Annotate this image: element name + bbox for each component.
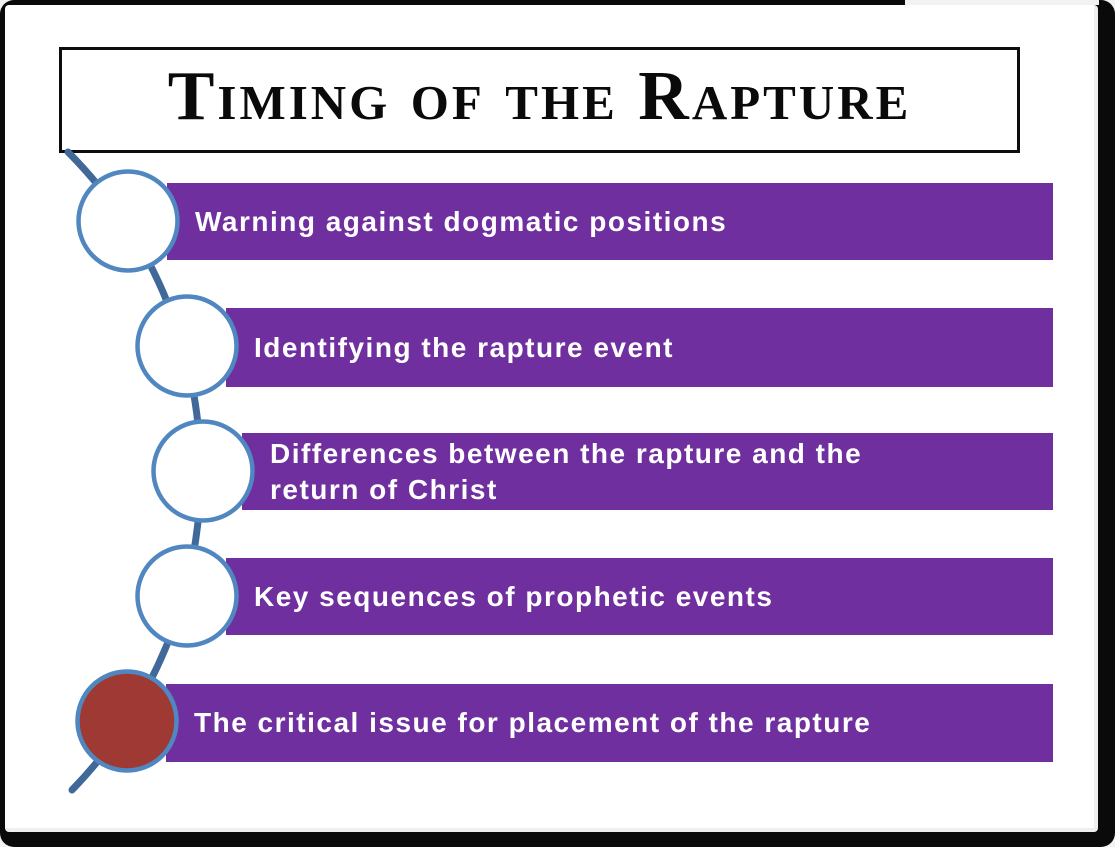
- agenda-item-1-label: Warning against dogmatic positions: [195, 205, 728, 237]
- agenda-item-5-label: The critical issue for placement of the …: [194, 707, 872, 738]
- agenda-item-1: Warning against dogmatic positions: [167, 183, 1053, 260]
- slide-title: Timing of the Rapture: [167, 58, 912, 135]
- agenda-item-3-label: Differences between the rapture and the …: [270, 437, 863, 505]
- step-marker-1-circle-icon: [76, 169, 180, 273]
- agenda-item-2-label: Identifying the rapture event: [254, 331, 674, 363]
- step-marker-2-circle-icon: [135, 294, 239, 398]
- frame-gap-decoration: [905, 0, 1099, 5]
- agenda-item-4: Key sequences of prophetic events: [226, 558, 1053, 635]
- agenda-item-2: Identifying the rapture event: [226, 308, 1053, 387]
- agenda-item-5: The critical issue for placement of the …: [166, 684, 1053, 762]
- step-marker-5-accent-circle-icon: [75, 669, 179, 773]
- agenda-item-3: Differences between the rapture and the …: [242, 433, 1053, 510]
- agenda-item-4-label: Key sequences of prophetic events: [254, 580, 774, 612]
- step-marker-3-circle-icon: [151, 419, 255, 523]
- title-box: Timing of the Rapture: [59, 47, 1020, 153]
- step-marker-4-circle-icon: [135, 544, 239, 648]
